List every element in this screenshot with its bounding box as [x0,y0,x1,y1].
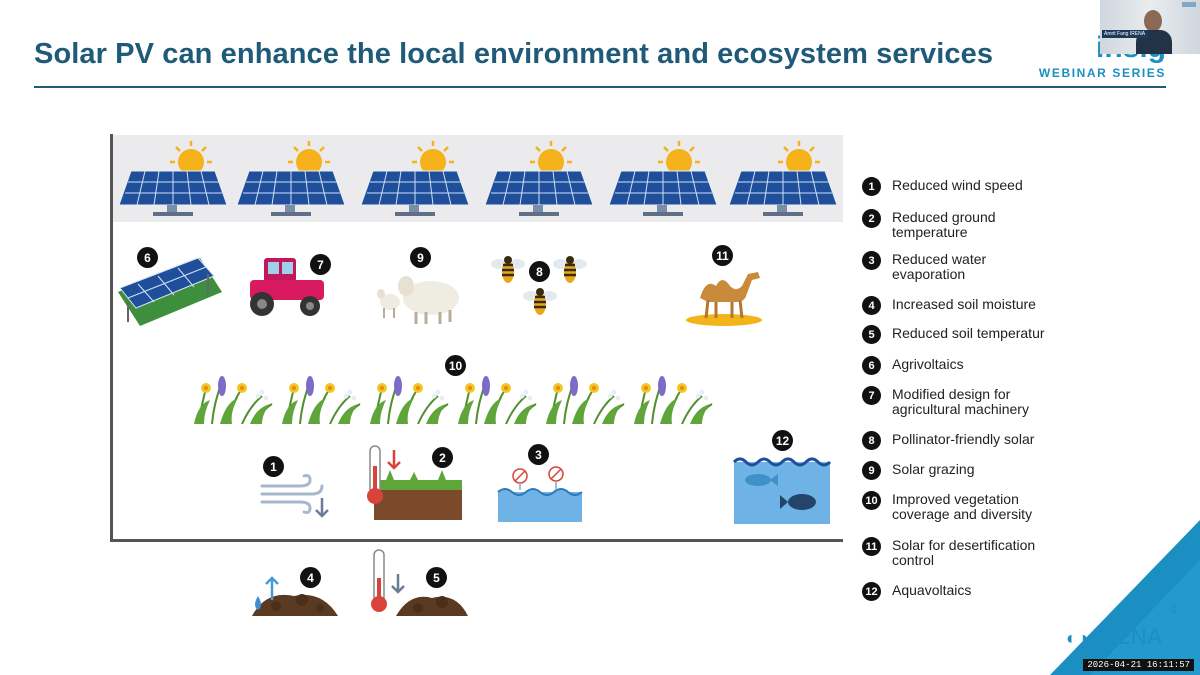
diagram-vertical-axis [110,134,113,542]
diagram-number-6: 6 [137,247,158,268]
diagram-number-10: 10 [445,355,466,376]
legend-label: Pollinator-friendly solar [892,431,1035,447]
legend-label: Solar for desertification control [892,537,1036,568]
diagram-number-2: 2 [432,447,453,468]
corner-decoration [1050,520,1200,675]
irena-footer-text: IRENA [1092,624,1163,649]
slide-title: Solar PV can enhance the local environme… [34,38,994,70]
legend-item-10: 10 Improved vegetation coverage and dive… [862,491,1067,522]
legend-badge: 2 [862,209,881,228]
sheep-illustration [377,276,459,324]
legend-badge: 7 [862,386,881,405]
legend-item-3: 3 Reduced water evaporation [862,251,1012,282]
legend-badge: 12 [862,582,881,601]
legend-badge: 11 [862,537,881,556]
camel-illustration [686,272,762,326]
diagram-number-3: 3 [528,444,549,465]
agrivoltaics-illustration [118,257,222,326]
legend-item-12: 12 Aquavoltaics [862,582,1082,601]
globe-icon: ◐◑ [1066,628,1089,648]
legend-label: Reduced ground temperature [892,209,996,240]
legend-label: Increased soil moisture [892,296,1036,312]
diagram-ground-line [110,539,843,542]
legend-item-9: 9 Solar grazing [862,461,1082,480]
legend-badge: 6 [862,356,881,375]
legend-badge: 1 [862,177,881,196]
legend-badge: 8 [862,431,881,450]
aquavoltaics-illustration [732,457,832,524]
brand-subtitle: WEBINAR SERIES [1038,66,1166,80]
speaker-video-thumbnail[interactable]: Amrit Fang IRENA [1100,0,1200,54]
irena-footer-logo: ◐◑IRENA [1066,624,1163,650]
legend-badge: 4 [862,296,881,315]
legend-badge: 3 [862,251,881,270]
legend-label: Reduced soil temperatur [892,325,1045,341]
title-divider [34,86,1166,88]
legend-item-5: 5 Reduced soil temperatur [862,325,1082,344]
legend-item-4: 4 Increased soil moisture [862,296,1082,315]
wind-illustration [260,474,329,518]
diagram-number-1: 1 [263,456,284,477]
legend-item-2: 2 Reduced ground temperature [862,209,1022,240]
legend-item-11: 11 Solar for desertification control [862,537,1062,568]
soil-moisture-illustration [252,576,338,616]
soil-temperature-illustration [371,549,468,616]
legend-label: Reduced wind speed [892,177,1023,193]
legend-label: Solar grazing [892,461,975,477]
sky-band [113,135,843,222]
slide-number: 9 [1170,602,1178,617]
water-evaporation-illustration [497,466,583,522]
diagram-number-4: 4 [300,567,321,588]
legend-label: Modified design for agricultural machine… [892,386,1029,417]
speaker-head [1144,10,1162,32]
legend-label: Aquavoltaics [892,582,972,598]
video-logo [1182,2,1196,7]
diagram-number-5: 5 [426,567,447,588]
diagram-number-8: 8 [529,261,550,282]
legend-badge: 5 [862,325,881,344]
legend-label: Reduced water evaporation [892,251,987,282]
vegetation-row [193,375,713,425]
recording-timestamp: 2026-04-21 16:11:57 [1083,659,1194,671]
legend-item-8: 8 Pollinator-friendly solar [862,431,1082,450]
legend-badge: 10 [862,491,881,510]
diagram-number-12: 12 [772,430,793,451]
speaker-name-tag: Amrit Fang IRENA [1102,30,1148,38]
legend-item-6: 6 Agrivoltaics [862,356,1082,375]
legend-badge: 9 [862,461,881,480]
legend-label: Improved vegetation coverage and diversi… [892,491,1033,522]
legend-label: Agrivoltaics [892,356,964,372]
solar-panel-row [118,139,838,217]
diagram-number-11: 11 [712,245,733,266]
diagram-number-9: 9 [410,247,431,268]
legend-item-7: 7 Modified design for agricultural machi… [862,386,1062,417]
ground-temperature-illustration [367,445,462,520]
legend-item-1: 1 Reduced wind speed [862,177,1082,196]
tractor-illustration [250,258,324,316]
diagram-number-7: 7 [310,254,331,275]
